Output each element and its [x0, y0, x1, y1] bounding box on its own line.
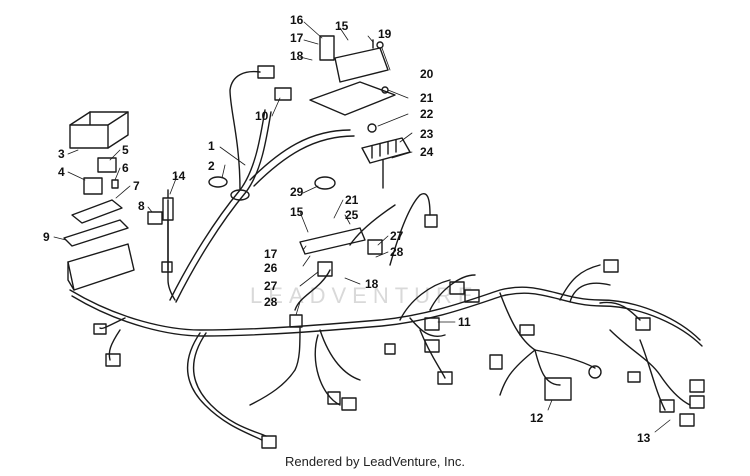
callout-label: 13	[637, 431, 651, 445]
callout-labels: 1 2 3 4 5 6 7 8 9 10 11 12 13 14 15 15 1…	[43, 13, 651, 445]
callout-label: 26	[264, 261, 278, 275]
connector-28-lower	[289, 314, 303, 328]
connector-cluster-13	[659, 379, 705, 427]
connector-8	[147, 211, 163, 225]
main-harness	[69, 70, 703, 441]
callout-label: 7	[133, 179, 140, 193]
callout-label: 18	[365, 277, 379, 291]
connector-top	[257, 65, 275, 79]
callout-label: 1	[208, 139, 215, 153]
callout-label: 5	[122, 143, 129, 157]
connector-27-upper	[367, 239, 383, 255]
misc-connectors	[93, 259, 651, 449]
callout-label: 15	[335, 19, 349, 33]
callout-label: 16	[290, 13, 304, 27]
callout-label: 11	[458, 315, 471, 329]
terminals-2	[208, 176, 250, 201]
connector-28-upper	[424, 214, 438, 228]
callout-label: 4	[58, 165, 65, 179]
callout-label: 17	[290, 31, 304, 45]
callout-label: 28	[390, 245, 404, 259]
bracket-26	[299, 227, 366, 255]
connectors-11	[424, 281, 480, 353]
sensor-14	[161, 189, 174, 273]
leader-lines	[53, 21, 671, 433]
footer-credit: Rendered by LeadVenture, Inc.	[285, 454, 465, 469]
callout-label: 12	[530, 411, 544, 425]
callout-label: 9	[43, 230, 50, 244]
callout-label: 28	[264, 295, 278, 309]
callout-label: 8	[138, 199, 145, 213]
callout-label: 27	[264, 279, 278, 293]
callout-label: 18	[290, 49, 304, 63]
callout-label: 27	[390, 229, 404, 243]
callout-label: 2	[208, 159, 215, 173]
relay-components	[83, 157, 119, 195]
callout-label: 3	[58, 147, 65, 161]
connector-27-lower	[317, 261, 333, 277]
callout-label: 10	[255, 109, 269, 123]
callout-label: 19	[378, 27, 392, 41]
clamp-29	[314, 176, 336, 190]
callout-label: 22	[420, 107, 434, 121]
callout-label: 20	[420, 67, 434, 81]
callout-label: 29	[290, 185, 304, 199]
fuse-block	[63, 199, 135, 291]
callout-label: 15	[290, 205, 304, 219]
regulator-23	[361, 137, 411, 164]
ecu-assembly	[309, 35, 396, 133]
fuse-box-cover	[69, 111, 129, 149]
callout-label: 23	[420, 127, 434, 141]
callout-label: 6	[122, 161, 129, 175]
callout-label: 25	[345, 208, 359, 222]
watermark-text: LEADVENTURE	[250, 283, 479, 308]
callout-label: 21	[345, 193, 359, 207]
connector-block-12	[489, 354, 602, 401]
connector-10	[274, 87, 292, 101]
callout-label: 17	[264, 247, 278, 261]
callout-label: 24	[420, 145, 434, 159]
callout-label: 21	[420, 91, 434, 105]
callout-label: 14	[172, 169, 186, 183]
